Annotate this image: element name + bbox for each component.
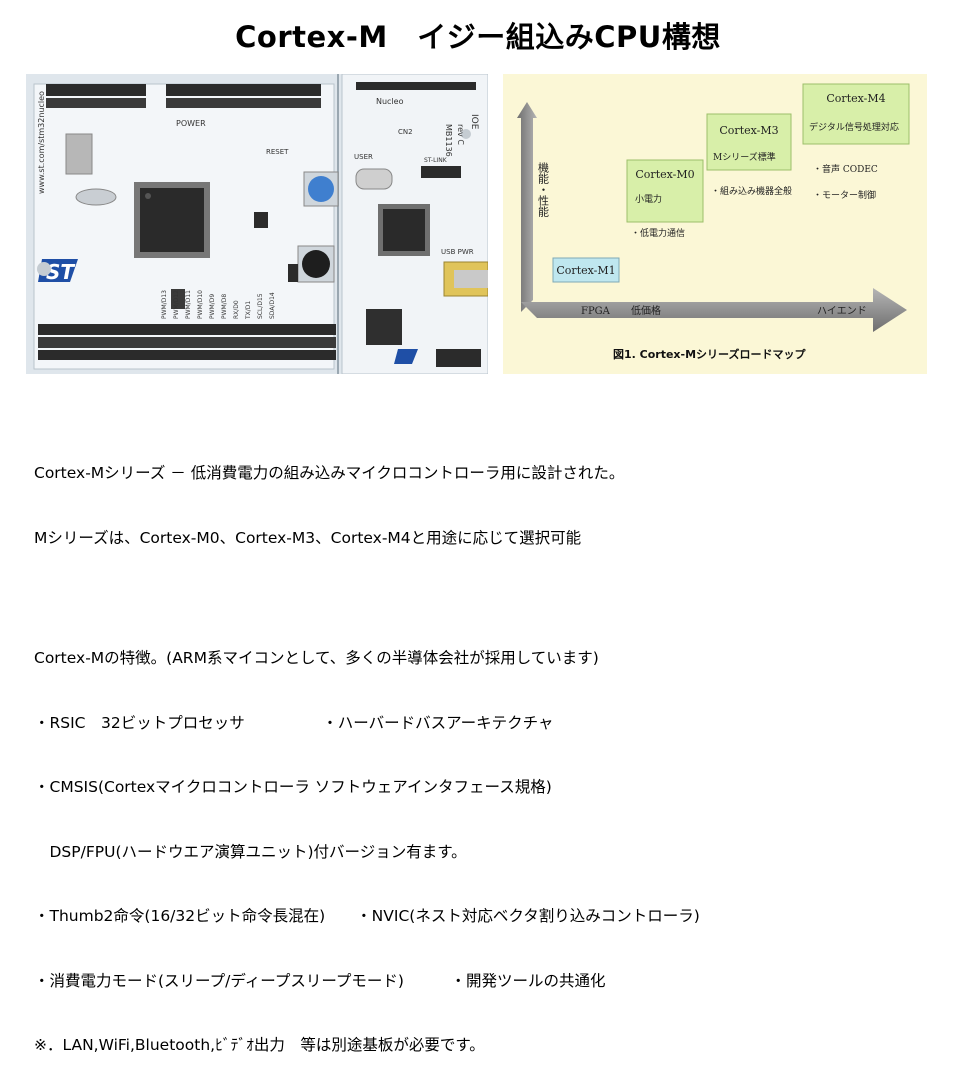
- vertical-axis-arrow: [517, 102, 537, 312]
- top-pin-header: [46, 82, 476, 108]
- silk-nucleo: Nucleo: [376, 97, 404, 106]
- box-cortex-m4: Cortex-M4 デジタル信号処理対応 ・音声 CODEC ・モーター制御: [802, 83, 910, 201]
- pin-label: PWM/D13: [161, 290, 168, 319]
- mcu-chip: [134, 182, 210, 258]
- text-line: ・CMSIS(Cortexマイクロコントローラ ソフトウェアインタフェース規格): [34, 778, 552, 796]
- silk-reset: RESET: [266, 148, 289, 156]
- text-line: Cortex-Mシリーズ － 低消費電力の組み込みマイクロコントローラ用に設計さ…: [34, 464, 625, 482]
- pin-label: PWM/D9: [209, 294, 216, 319]
- pin-label: SCL/D15: [257, 293, 264, 319]
- box-note: ・モーター制御: [813, 189, 876, 201]
- silk-url: www.st.com/stm32nucleo: [37, 91, 46, 194]
- silk-stlink: ST-LINK: [424, 157, 448, 164]
- user-button: [308, 176, 334, 202]
- st-logo: ST: [38, 259, 418, 364]
- nucleo-board-photo: ST POWER www.st.com/stm32nucleo Nucleo U…: [26, 74, 488, 374]
- box-name: Cortex-M3: [719, 124, 778, 137]
- text-line: Cortex-Mの特徴。(ARM系マイコンとして、多くの半導体会社が採用していま…: [34, 649, 599, 667]
- horizontal-axis-arrow: [521, 288, 907, 332]
- box-subtitle: Mシリーズ標準: [713, 151, 776, 163]
- pin-label: TX/D1: [245, 301, 252, 320]
- box-subtitle: デジタル信号処理対応: [809, 121, 899, 133]
- text-line: DSP/FPU(ハードウエア演算ユニット)付バージョン有ます。: [34, 842, 467, 861]
- pin-label: PWM/D12: [173, 290, 180, 319]
- description-text: Cortex-Mシリーズ － 低消費電力の組み込みマイクロコントローラ用に設計さ…: [34, 420, 934, 1078]
- text-line: ・Thumb2命令(16/32ビット命令長混在) ・NVIC(ネスト対応ベクタ割…: [34, 907, 700, 925]
- roadmap-diagram: 機能・性能 Cortex-M1 Cortex-M0 小電力 ・低電力通信 Cor…: [517, 83, 910, 361]
- axis-label-fpga: FPGA: [581, 306, 611, 317]
- bottom-pin-header: [38, 324, 481, 367]
- box-name: Cortex-M0: [635, 168, 694, 181]
- figure-caption: 図1. Cortex-Mシリーズロードマップ: [613, 347, 806, 361]
- axis-label-high-end: ハイエンド: [817, 306, 867, 317]
- box-subtitle: 小電力: [635, 193, 662, 205]
- svg-text:ST: ST: [46, 260, 75, 284]
- pin-label: RX/D0: [233, 300, 240, 319]
- text-line: ※．LAN,WiFi,Bluetooth,ﾋﾞﾃﾞｵ出力 等は別途基板が必要です…: [34, 1036, 485, 1054]
- box-note: ・組み込み機器全般: [711, 185, 792, 197]
- silk-power: POWER: [176, 119, 206, 128]
- box-name: Cortex-M1: [556, 264, 615, 277]
- box-note: ・音声 CODEC: [813, 163, 878, 175]
- vertical-axis-label: 機能・性能: [537, 161, 550, 218]
- silk-user: USER: [354, 153, 373, 161]
- axis-label-low-price: 低価格: [631, 304, 661, 317]
- silk-mb: MB1136: [444, 124, 453, 157]
- box-cortex-m1: Cortex-M1: [552, 257, 620, 283]
- reset-button: [302, 250, 330, 278]
- pin-label: PWM/D8: [221, 294, 228, 319]
- silk-usb-pwr: USB PWR: [441, 248, 474, 256]
- pin-label: PWM/D10: [197, 290, 204, 319]
- text-line: ・RSIC 32ビットプロセッサ ・ハーバードバスアーキテクチャ: [34, 713, 554, 732]
- box-cortex-m3: Cortex-M3 Mシリーズ標準 ・組み込み機器全般: [706, 113, 792, 197]
- silk-rev: rev C: [456, 124, 465, 145]
- text-line: Mシリーズは、Cortex-M0、Cortex-M3、Cortex-M4と用途に…: [34, 528, 582, 547]
- cortex-m-roadmap-figure: 機能・性能 Cortex-M1 Cortex-M0 小電力 ・低電力通信 Cor…: [503, 74, 927, 374]
- text-line: ・消費電力モード(スリープ/ディープスリープモード) ・開発ツールの共通化: [34, 971, 606, 990]
- pin-label: PWM/D11: [185, 290, 192, 319]
- board-illustration: ST POWER www.st.com/stm32nucleo Nucleo U…: [26, 74, 488, 374]
- pin-label: SDA/D14: [269, 292, 276, 319]
- silk-cn: CN2: [398, 128, 413, 136]
- box-cortex-m0: Cortex-M0 小電力 ・低電力通信: [626, 159, 704, 239]
- box-note: ・低電力通信: [631, 227, 685, 239]
- page-title: Cortex-M イジー組込みCPU構想: [235, 20, 721, 54]
- silk-ioe: IOE: [469, 114, 479, 130]
- box-name: Cortex-M4: [826, 92, 885, 105]
